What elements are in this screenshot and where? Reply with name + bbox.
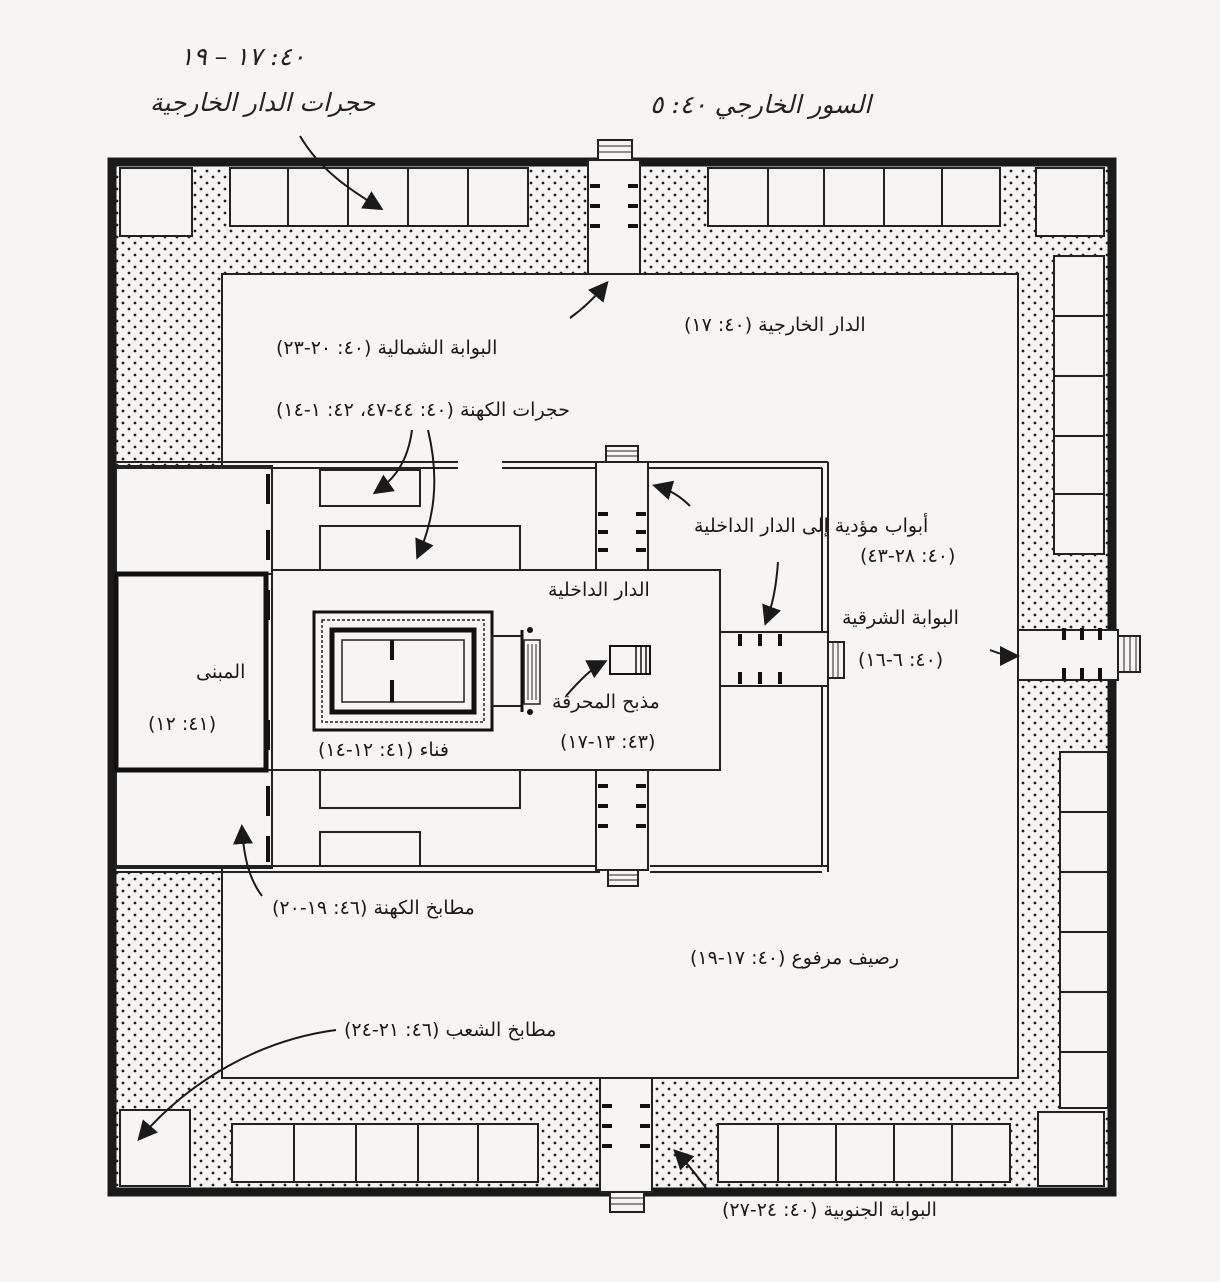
label-east-gate-line2: (٤٠: ٦-١٦) <box>858 649 944 671</box>
outer-chambers-south <box>119 1109 1105 1187</box>
altar-of-burnt-offering <box>609 645 651 675</box>
handwritten-outer-chambers: حجرات الدار الخارجية <box>150 88 376 117</box>
label-gates-inner-line1: أبواب مؤدية إلى الدار الداخلية <box>694 515 929 537</box>
outer-chambers-north <box>119 167 1105 237</box>
north-gate <box>587 139 641 275</box>
temple-building <box>312 610 541 732</box>
handwritten-outer-wall: السور الخارجي ٤٠: ٥ <box>650 90 872 119</box>
label-priests-kitchens: مطابخ الكهنة (٤٦: ١٩-٢٠) <box>272 897 475 919</box>
label-gates-inner-line2: (٤٠: ٢٨-٤٣) <box>860 545 956 567</box>
arrow-south-gate <box>673 1149 713 1197</box>
label-south-gate: البوابة الجنوبية (٤٠: ٢٤-٢٧) <box>722 1199 937 1221</box>
pointer-arrows <box>137 135 1020 1197</box>
arrow-altar <box>565 660 608 697</box>
arrow-outer-chambers <box>299 135 384 211</box>
outer-chambers-east <box>1053 255 1109 1109</box>
raised-pavement <box>116 166 1108 1188</box>
arrow-priests-chambers-1 <box>372 429 413 495</box>
priests-chambers <box>319 469 521 867</box>
inner-south-gate <box>595 769 649 887</box>
arrow-priests-kitchens <box>233 824 263 897</box>
arrow-people-kitchens <box>137 1029 337 1142</box>
label-raised-pavement: رصيف مرفوع (٤٠: ١٧-١٩) <box>690 947 900 969</box>
label-north-gate: البوابة الشمالية (٤٠: ٢٠-٢٣) <box>276 337 498 359</box>
arrow-north-gate <box>569 280 609 319</box>
handwritten-outer-chambers-ref: ٤٠: ١٧ – ١٩ <box>180 42 306 71</box>
label-east-gate-line1: البوابة الشرقية <box>842 607 959 629</box>
label-building-ref: (٤١: ١٢) <box>148 713 217 735</box>
inner-north-gate <box>595 445 649 571</box>
arrow-inner-gates-east <box>762 561 781 626</box>
label-people-kitchens: مطابخ الشعب (٤٦: ٢١-٢٤) <box>344 1019 557 1041</box>
south-gate <box>599 1077 653 1213</box>
label-altar-line1: مذبح المحرقة <box>552 691 660 713</box>
label-building: المبنى <box>196 661 246 683</box>
arrow-east-gate <box>989 645 1020 666</box>
east-gate <box>1017 628 1141 681</box>
label-courtyard: فناء (٤١: ١٢-١٤) <box>318 739 449 761</box>
building-block <box>113 571 269 773</box>
label-priests-chambers: حجرات الكهنة (٤٠: ٤٤-٤٧، ٤٢: ١-١٤) <box>276 399 570 421</box>
label-inner-court: الدار الداخلية <box>548 579 650 601</box>
label-altar-line2: (٤٣: ١٣-١٧) <box>560 731 656 753</box>
inner-east-gate <box>719 631 845 687</box>
arrow-priests-chambers-2 <box>415 429 436 560</box>
arrow-inner-gates-north <box>652 480 691 507</box>
label-outer-court: الدار الخارجية (٤٠: ١٧) <box>684 314 866 336</box>
